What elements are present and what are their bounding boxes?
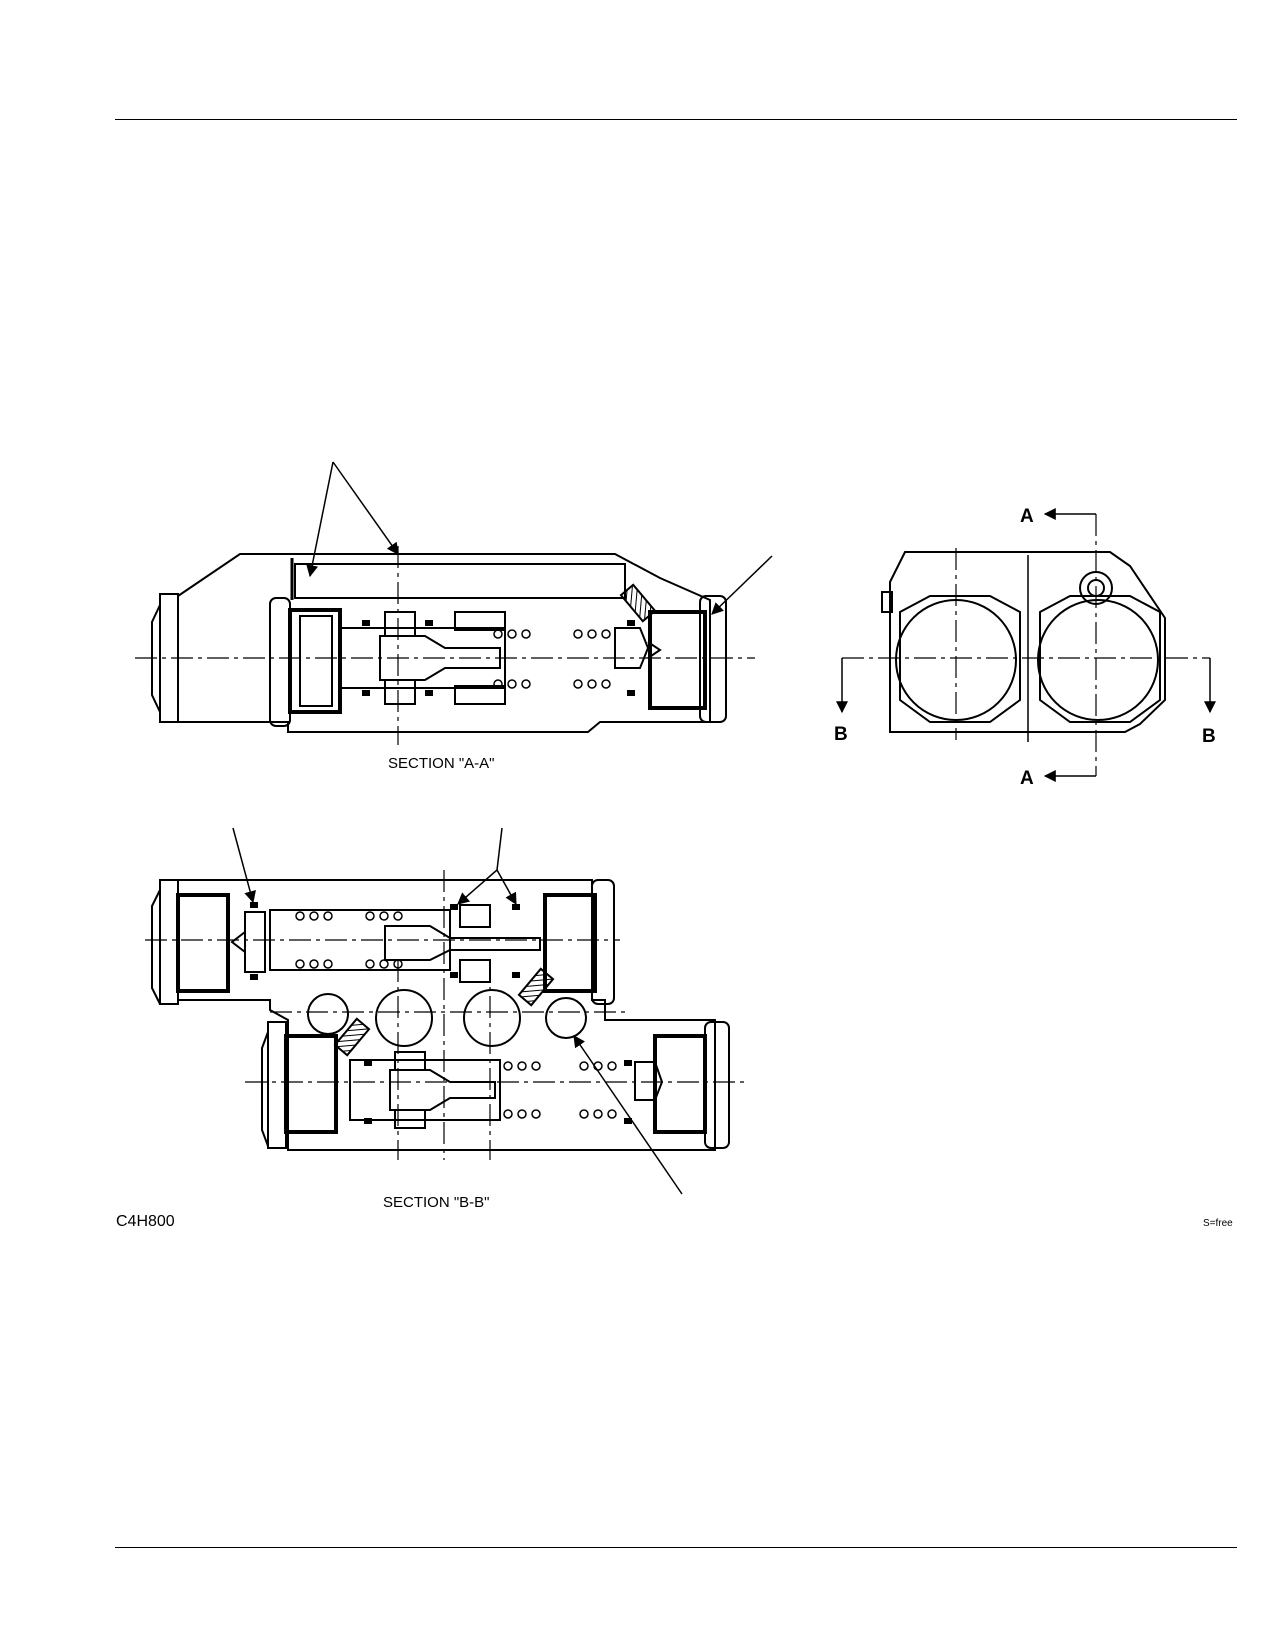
end-view: A A B B [834,506,1216,789]
footer-rule [115,1547,1237,1548]
section-b-b-view: SECTION "B-B" [145,827,745,1211]
view-label-b-right: B [1202,726,1216,747]
view-label-a-top: A [1020,506,1034,527]
scale-note: S=free [1203,1218,1233,1229]
section-a-a-view: SECTION "A-A" [135,461,773,772]
section-a-a-caption: SECTION "A-A" [388,755,495,772]
section-b-b-caption: SECTION "B-B" [383,1194,490,1211]
header-rule [115,119,1237,120]
figure-code: C4H800 [116,1213,175,1230]
view-label-b-left: B [834,724,848,745]
view-label-a-bottom: A [1020,768,1034,789]
